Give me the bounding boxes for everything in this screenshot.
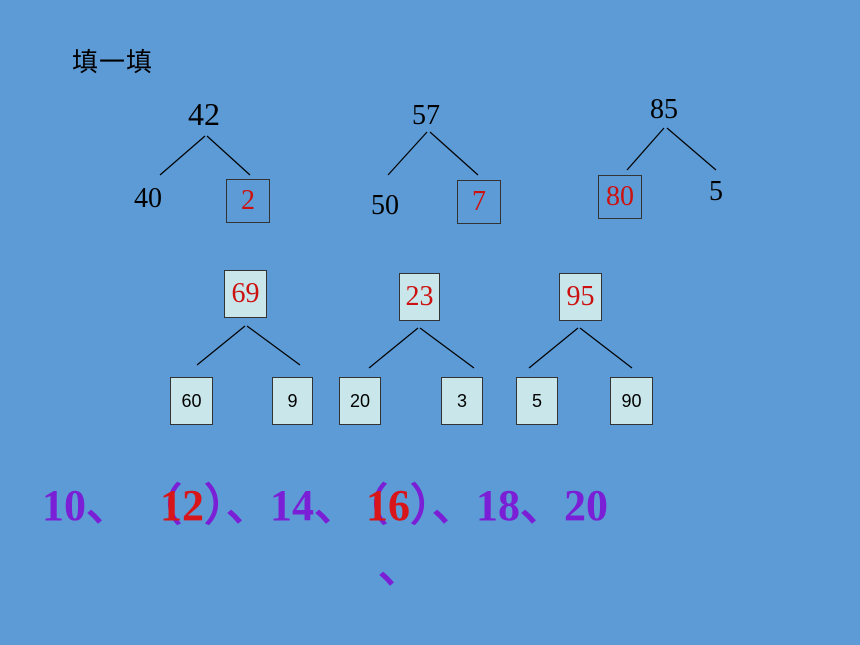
tree2-right-branch — [429, 131, 479, 176]
tree1-right-answer: 2 — [241, 185, 255, 216]
tree3-left-answer: 80 — [606, 181, 634, 212]
seq-item-10: 10、 — [42, 481, 130, 530]
seq-answer-1[interactable]: 12 — [160, 481, 204, 530]
tree4-left-box: 60 — [170, 377, 213, 425]
exercise-title: 填一填 — [72, 48, 154, 78]
tree2-left-number: 50 — [371, 190, 399, 221]
tree6-left-box: 5 — [516, 377, 558, 425]
seq-item-14: 、14、 — [226, 481, 358, 530]
tree4-right-box: 9 — [272, 377, 313, 425]
number-sequence: 10、（12）、14、（16）、18、20 — [42, 484, 608, 528]
tree6-right-branch — [579, 327, 633, 369]
tree6-left-branch — [528, 327, 579, 369]
tree3-left-branch — [626, 127, 665, 171]
tree5-right-box: 3 — [441, 377, 483, 425]
tree4-left-branch — [196, 325, 246, 366]
tree2-left-branch — [387, 131, 428, 176]
tree6-top-box[interactable]: 95 — [559, 273, 602, 321]
tree3-top-number: 85 — [650, 94, 678, 125]
seq-extra-mark: 、 — [378, 543, 422, 592]
tree3-right-number: 5 — [709, 176, 723, 207]
tree5-left-box: 20 — [339, 377, 381, 425]
tree4-right-branch — [246, 325, 301, 366]
tree5-top-answer: 23 — [405, 281, 434, 312]
tree6-top-answer: 95 — [566, 281, 595, 312]
tree1-right-branch — [206, 135, 251, 176]
tree4-top-box[interactable]: 69 — [224, 270, 267, 318]
tree5-top-box[interactable]: 23 — [399, 273, 440, 321]
seq-paren-close-1: ） — [204, 481, 226, 530]
seq-item-18-20: 、18、20 — [432, 481, 608, 530]
seq-paren-open-2: （ — [366, 481, 388, 530]
tree4-top-answer: 69 — [231, 278, 260, 309]
tree1-left-number: 40 — [134, 183, 162, 214]
tree3-right-branch — [666, 127, 717, 171]
tree1-right-box[interactable]: 2 — [226, 179, 270, 223]
tree2-right-answer: 7 — [472, 186, 486, 217]
seq-answer-2[interactable]: 16 — [366, 481, 410, 530]
tree2-top-number: 57 — [412, 100, 440, 131]
seq-paren-close-2: ） — [410, 481, 432, 530]
tree5-right-branch — [419, 327, 475, 369]
tree6-right-box: 90 — [610, 377, 653, 425]
tree1-left-branch — [159, 135, 206, 176]
tree2-right-box[interactable]: 7 — [457, 180, 501, 224]
seq-paren-open-1: （ — [138, 481, 182, 530]
tree3-left-box[interactable]: 80 — [598, 175, 642, 219]
tree5-left-branch — [368, 327, 419, 369]
tree1-top-number: 42 — [188, 96, 220, 132]
